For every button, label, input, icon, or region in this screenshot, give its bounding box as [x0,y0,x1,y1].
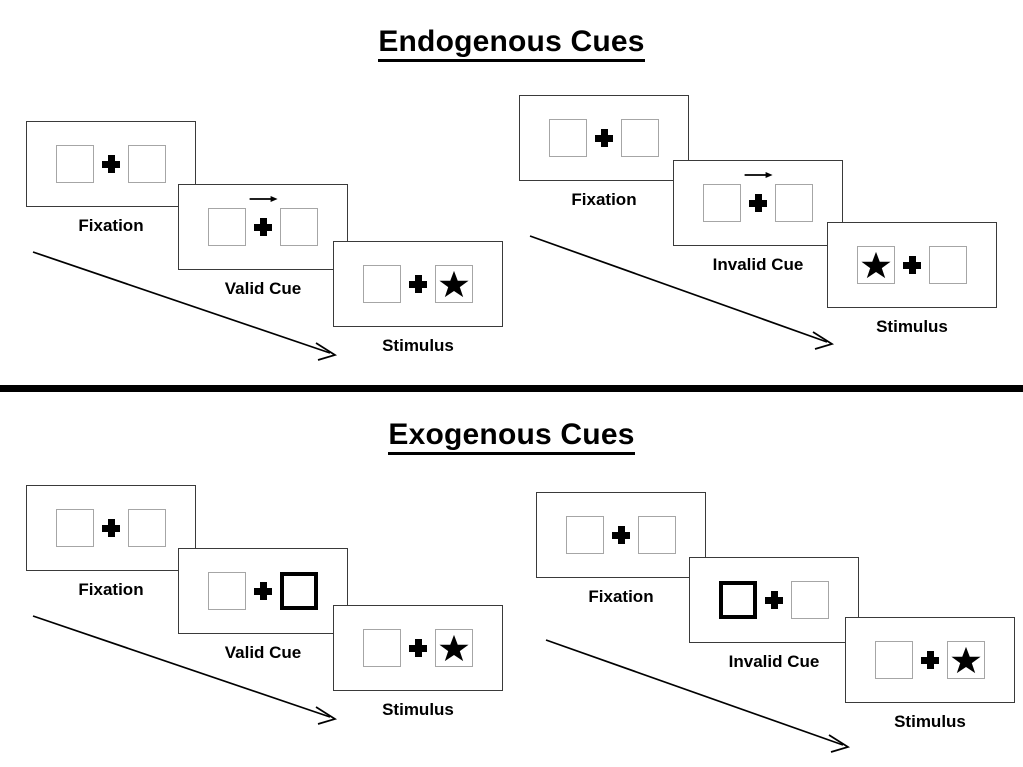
box-right [775,184,813,222]
cue-arrow-right-icon [249,196,278,202]
box-right [128,145,166,183]
section-title-exogenous-text: Exogenous Cues [388,418,635,455]
fixation-cross-icon [94,145,128,183]
box-left [208,572,246,610]
stage-label-exogenous-valid-cue: Valid Cue [224,643,302,662]
box-right [280,208,318,246]
box-left [363,265,401,303]
box-left [857,246,895,284]
stage-label-endogenous-valid-stimulus: Stimulus [382,336,454,355]
box-left [56,145,94,183]
frame-exogenous-invalid-cue [689,557,859,643]
frame-endogenous-valid-stimulus [333,241,503,327]
box-right-cued [280,572,318,610]
section-title-endogenous: Endogenous Cues [0,25,1023,62]
box-right [435,629,473,667]
stage-label-endogenous-invalid-stimulus: Stimulus [876,317,948,336]
frame-endogenous-invalid-cue [673,160,843,246]
cue-arrow-right-icon [744,172,773,178]
stage-label-endogenous-valid-cue: Valid Cue [224,279,302,298]
fixation-cross-icon [757,581,791,619]
stage-label-exogenous-invalid-fixation: Fixation [588,587,654,606]
frame-endogenous-invalid-fixation [519,95,689,181]
box-right [947,641,985,679]
box-left [363,629,401,667]
section-title-endogenous-text: Endogenous Cues [378,25,645,62]
box-left [875,641,913,679]
box-right [128,509,166,547]
stage-label-exogenous-invalid-stimulus: Stimulus [894,712,966,731]
box-left [703,184,741,222]
frame-exogenous-invalid-stimulus [845,617,1015,703]
fixation-cross-icon [94,509,128,547]
frame-exogenous-invalid-fixation [536,492,706,578]
section-divider [0,385,1023,392]
box-right [791,581,829,619]
star-icon [861,251,891,279]
stage-label-endogenous-invalid-cue: Invalid Cue [712,255,804,274]
box-right [929,246,967,284]
section-title-exogenous: Exogenous Cues [0,418,1023,455]
frame-exogenous-valid-fixation [26,485,196,571]
box-right [435,265,473,303]
frame-exogenous-valid-stimulus [333,605,503,691]
box-right [638,516,676,554]
box-left [208,208,246,246]
frame-exogenous-valid-cue [178,548,348,634]
box-left [56,509,94,547]
stage-label-exogenous-invalid-cue: Invalid Cue [728,652,820,671]
box-left-cued [719,581,757,619]
stage-label-exogenous-valid-fixation: Fixation [78,580,144,599]
fixation-cross-icon [587,119,621,157]
frame-endogenous-valid-fixation [26,121,196,207]
fixation-cross-icon [246,196,280,246]
stage-label-endogenous-invalid-fixation: Fixation [571,190,637,209]
fixation-cross-icon [604,516,638,554]
box-left [549,119,587,157]
frame-endogenous-valid-cue [178,184,348,270]
frame-endogenous-invalid-stimulus [827,222,997,308]
star-icon [439,634,469,662]
stage-label-endogenous-valid-fixation: Fixation [78,216,144,235]
fixation-cross-icon [741,172,775,222]
fixation-cross-icon [401,265,435,303]
star-icon [951,646,981,674]
time-arrow-endogenous-invalid [529,235,835,350]
fixation-cross-icon [401,629,435,667]
fixation-cross-icon [913,641,947,679]
box-right [621,119,659,157]
fixation-cross-icon [246,572,280,610]
stage-label-exogenous-valid-stimulus: Stimulus [382,700,454,719]
fixation-cross-icon [895,246,929,284]
box-left [566,516,604,554]
star-icon [439,270,469,298]
